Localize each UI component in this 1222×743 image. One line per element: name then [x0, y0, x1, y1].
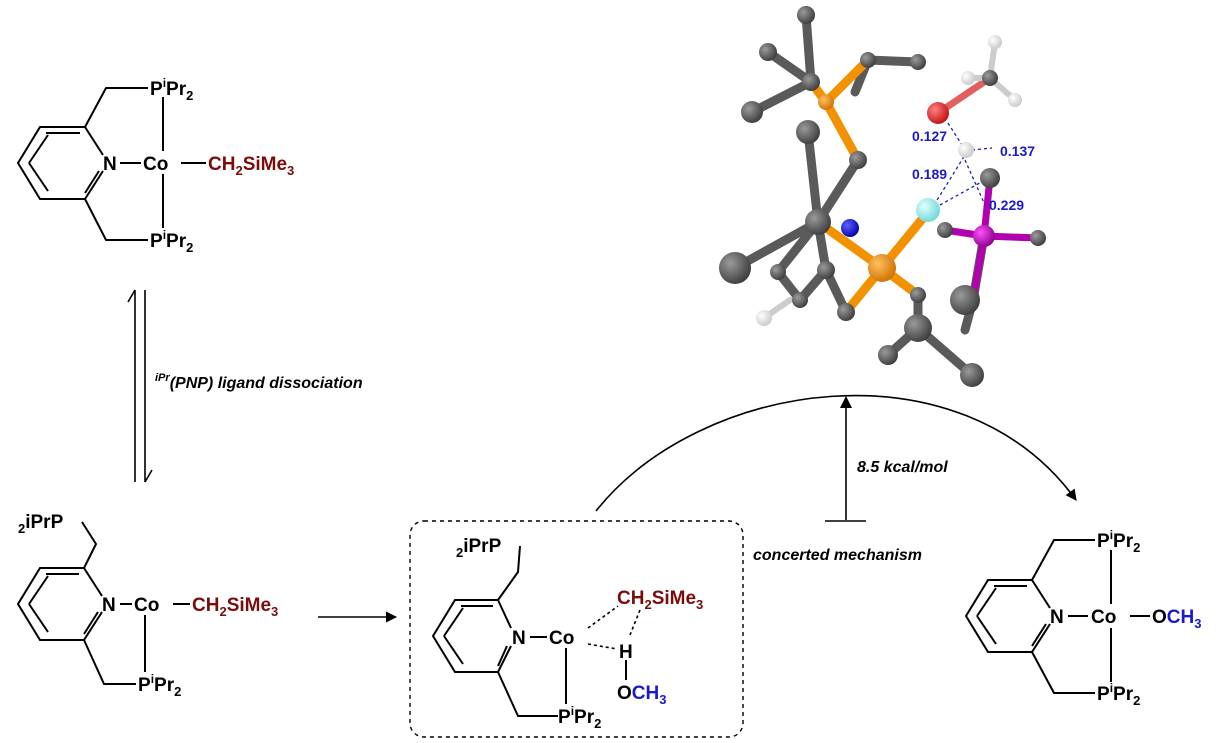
molecule-dissociated-intermediate: 2iPrP N Co PiPr2 CH2SiMe3 [16, 512, 278, 699]
atom-co: Co [1091, 607, 1116, 628]
phosphine-bottom: PiPr2 [150, 228, 193, 255]
distance-label-2: 0.137 [1000, 143, 1035, 159]
energy-barrier-indicator [825, 396, 866, 522]
equilibrium-arrows [127, 289, 153, 483]
phosphine-top: PiPr2 [1097, 528, 1140, 555]
methoxy-group: OCH3 [617, 683, 666, 707]
phosphine-bottom: PiPr2 [138, 672, 181, 699]
atom-h-transfer: H [619, 642, 633, 663]
atom-n: N [1050, 607, 1064, 628]
distance-label-4: 0.229 [989, 197, 1024, 213]
ch2sime3-group: CH2SiMe3 [208, 154, 294, 178]
ch2sime3-group: CH2SiMe3 [617, 588, 703, 612]
distance-label-3: 0.189 [912, 166, 947, 182]
ch2sime3-group: CH2SiMe3 [192, 595, 278, 619]
dangling-phosphine: 2iPrP [18, 512, 64, 536]
molecule-reactant-pincer: N Co PiPr2 PiPr2 CH2SiMe3 [16, 76, 294, 255]
molecule-transition-state: 2iPrP N Co H CH2SiMe3 OCH3 PiPr2 [431, 536, 703, 731]
dissociation-label: iPr(PNP) ligand dissociation [155, 372, 363, 392]
atom-n: N [103, 154, 117, 175]
energy-barrier-curve [595, 394, 1077, 512]
transition-state-box [409, 520, 744, 738]
atom-n: N [102, 595, 116, 616]
phosphine-top: PiPr2 [150, 76, 193, 103]
methoxy-group: OCH3 [1152, 607, 1201, 631]
ts-3d-model: 0.127 0.137 0.189 0.229 [719, 6, 1046, 387]
distance-label-1: 0.127 [912, 128, 947, 144]
atom-co: Co [134, 595, 159, 616]
atom-n: N [512, 628, 526, 649]
mechanism-label: concerted mechanism [753, 547, 922, 564]
phosphine-bottom: PiPr2 [558, 704, 601, 731]
phosphine-bottom: PiPr2 [1097, 681, 1140, 708]
dangling-phosphine: 2iPrP [456, 536, 502, 560]
atom-co: Co [549, 628, 574, 649]
molecule-product-methoxide: N Co PiPr2 PiPr2 OCH3 [964, 528, 1201, 708]
atom-co: Co [143, 154, 168, 175]
energy-barrier-label: 8.5 kcal/mol [857, 459, 948, 476]
